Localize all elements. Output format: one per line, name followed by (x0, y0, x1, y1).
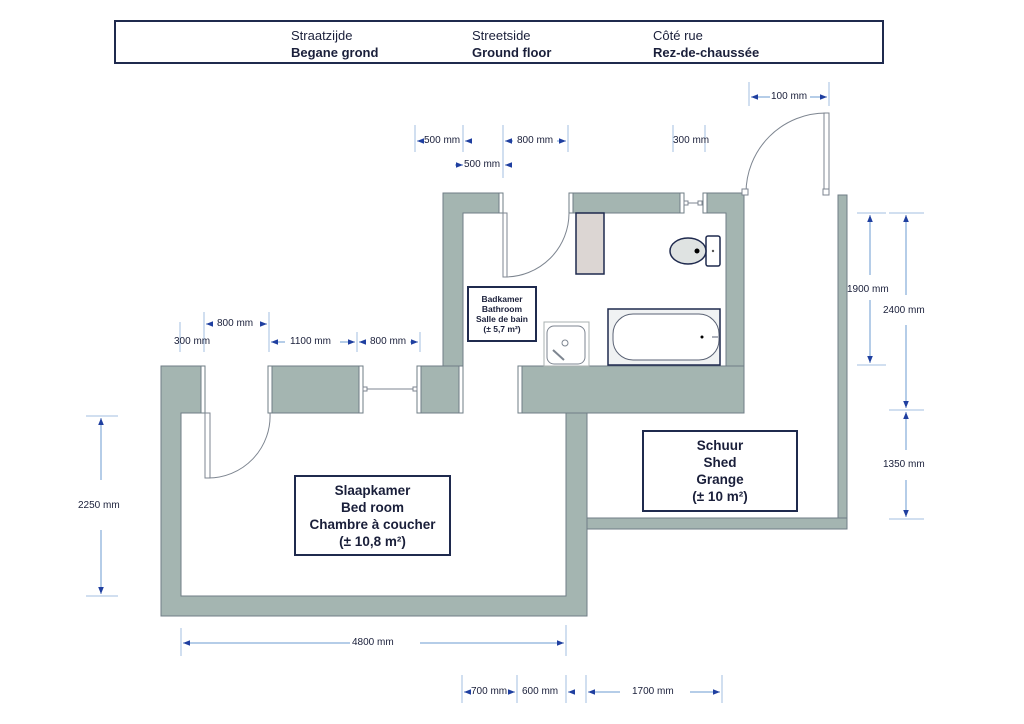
bathtub (607, 308, 721, 366)
wall-bedroom-mid-segment (270, 365, 362, 414)
bathroom-name-english: Bathroom (481, 304, 523, 314)
header-col-dutch: Straatzijde Begane grond (291, 27, 378, 61)
door-bathroom[interactable] (502, 212, 570, 278)
room-label-shed: Schuur Shed Grange (± 10 m²) (642, 430, 798, 512)
wall-bathroom-top-mid (572, 192, 683, 214)
bedroom-name-english: Bed room (340, 499, 404, 515)
dimension-lines (86, 82, 924, 703)
room-label-bathroom: Badkamer Bathroom Salle de bain (± 5,7 m… (467, 286, 537, 342)
room-label-bedroom: Slaapkamer Bed room Chambre à coucher (±… (294, 475, 451, 556)
shed-name-french: Grange (696, 472, 744, 487)
wall-bedroom-right-segment (419, 365, 462, 414)
dimension-arrows (98, 94, 909, 695)
dim-label-bed-window-width: 800 mm (370, 336, 407, 347)
dim-label-bottom-600: 600 mm (522, 686, 559, 697)
header-col-english: Streetside Ground floor (472, 27, 551, 61)
header-banner: Straatzijde Begane grond Streetside Grou… (114, 20, 884, 64)
bathroom-name-french: Salle de bain (476, 314, 528, 324)
toilet (669, 235, 721, 267)
shed-name-dutch: Schuur (696, 438, 744, 453)
header-dutch-street: Straatzijde (291, 28, 353, 43)
window-bathroom[interactable] (683, 200, 703, 206)
dim-label-bath-door-offset: 500 mm (464, 159, 501, 170)
dim-label-bed-width: 4800 mm (352, 637, 394, 648)
dim-label-bed-left-offset: 300 mm (174, 336, 211, 347)
dim-label-bottom-700: 700 mm (471, 686, 508, 697)
dim-label-shed-upper: 1900 mm (847, 284, 889, 295)
bathroom-cabinet (575, 212, 605, 275)
wall-shed-bottom (586, 517, 848, 530)
header-col-french: Côté rue Rez-de-chaussée (653, 27, 759, 61)
bathroom-area: (± 5,7 m²) (483, 324, 521, 334)
window-bedroom[interactable] (362, 386, 418, 392)
shed-name-english: Shed (703, 455, 737, 470)
door-bedroom[interactable] (204, 412, 271, 479)
bedroom-name-dutch: Slaapkamer (334, 482, 411, 498)
dim-label-bath-window-gap: 300 mm (673, 135, 710, 146)
header-english-street: Streetside (472, 28, 531, 43)
wall-bathroom-bottom (520, 365, 745, 414)
door-shed[interactable] (741, 112, 830, 196)
dim-label-shed-door: 100 mm (771, 91, 808, 102)
header-french-street: Côté rue (653, 28, 703, 43)
sink (543, 321, 590, 367)
dim-label-shed-lower: 1350 mm (883, 459, 925, 470)
header-dutch-floor: Begane grond (291, 45, 379, 60)
dim-label-bottom-1700: 1700 mm (632, 686, 674, 697)
dim-label-bath-left-wall: 500 mm (424, 135, 461, 146)
header-french-floor: Rez-de-chaussée (653, 45, 760, 60)
shed-area: (± 10 m²) (692, 489, 748, 504)
dim-label-bed-door-width: 800 mm (217, 318, 254, 329)
dim-label-bed-wall-segment: 1100 mm (290, 336, 331, 347)
wall-shed-right (837, 194, 848, 530)
bathroom-name-dutch: Badkamer (481, 294, 523, 304)
header-english-floor: Ground floor (472, 45, 552, 60)
bedroom-name-french: Chambre à coucher (309, 516, 436, 532)
bedroom-area: (± 10,8 m²) (339, 533, 406, 549)
dim-label-bath-door-width: 800 mm (517, 135, 554, 146)
dim-label-shed-total-upper: 2400 mm (883, 305, 925, 316)
dim-label-bed-height: 2250 mm (78, 500, 120, 511)
